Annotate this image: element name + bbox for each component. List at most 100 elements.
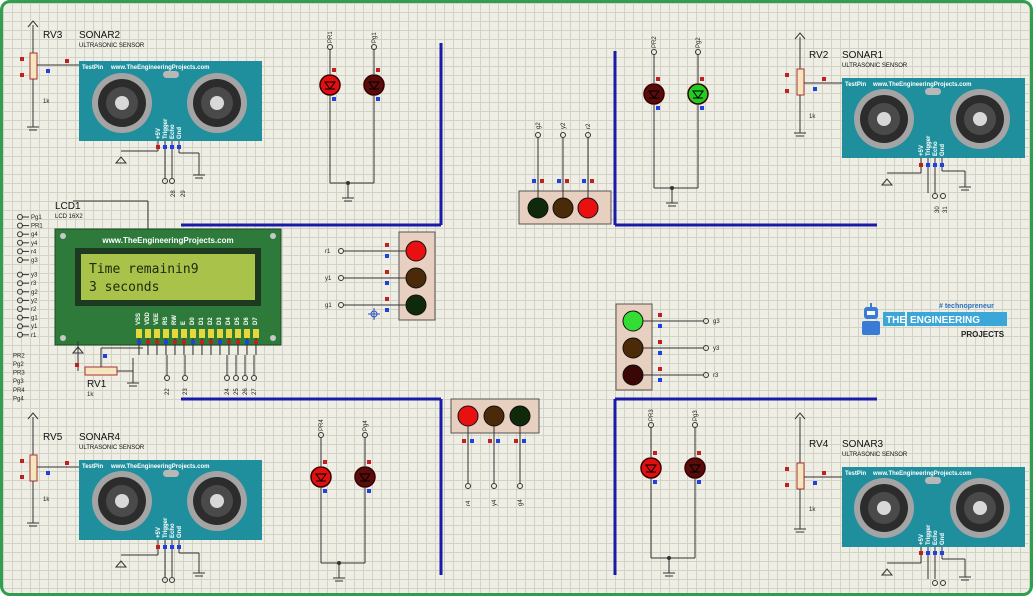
svg-text:+5V: +5V xyxy=(156,128,162,139)
terminal-label-text: r4 xyxy=(31,249,37,255)
logo-line2: ENGINEERING xyxy=(910,315,980,326)
svg-text:30: 30 xyxy=(935,206,941,213)
crosshair-cursor-icon xyxy=(368,308,380,320)
terminal-label: y1 xyxy=(17,323,38,330)
terminal-label: Pg2 xyxy=(13,362,24,368)
lcd-pin-number: 23 xyxy=(183,388,189,395)
pedestrian-light-label: Pg2 xyxy=(696,37,702,48)
rv2-value: 1k xyxy=(809,114,816,120)
sonar3-transducer-right xyxy=(950,478,1010,538)
lcd-pin-label: D5 xyxy=(235,317,241,325)
sonar3-site: www.TheEngineeringProjects.com xyxy=(872,471,971,477)
led xyxy=(363,74,385,96)
pedestrian-light-label: Pg3 xyxy=(693,410,699,421)
lcd-pin-number: 27 xyxy=(252,388,258,395)
traffic-light-label: y1 xyxy=(325,276,332,282)
engineering-projects-logo: # technopreneur THE ENGINEERING PROJECTS xyxy=(862,303,1007,339)
sonar3-pins: +5V Trigger Echo Gnd xyxy=(880,524,971,586)
terminal-label-text: PR3 xyxy=(13,371,25,377)
lcd-pin-header xyxy=(190,329,196,338)
sonar3-module[interactable]: RV4 1k SONAR3 ULTRASONIC SENSOR TestPin … xyxy=(785,412,1025,586)
lcd-pin-label: RS xyxy=(163,317,169,325)
sonar1-module[interactable]: RV2 1k SONAR1 ULTRASONIC SENSOR TestPin … xyxy=(785,32,1025,213)
svg-text:29: 29 xyxy=(181,190,187,197)
pedestrian-light-label: Pg1 xyxy=(372,32,378,43)
lcd-ref: LCD1 xyxy=(55,201,81,212)
terminal-label-text: PR1 xyxy=(31,224,43,230)
svg-text:Gnd: Gnd xyxy=(177,127,183,139)
svg-text:Gnd: Gnd xyxy=(940,533,946,545)
terminal-label-text: Pg1 xyxy=(31,215,42,221)
traffic-light-label: r2 xyxy=(586,123,592,129)
traffic-lamp xyxy=(527,197,549,219)
terminal-label: PR1 xyxy=(17,222,43,230)
svg-text:+5V: +5V xyxy=(156,527,162,538)
sonar4-label: SONAR4 xyxy=(79,432,121,443)
sonar2-testpin: TestPin xyxy=(82,65,104,71)
svg-text:Trigger: Trigger xyxy=(163,118,169,139)
lcd-pin-header xyxy=(226,329,232,338)
lcd-line2: 3 seconds xyxy=(89,280,159,295)
rv3-label: RV3 xyxy=(43,30,63,41)
terminal-label: Pg3 xyxy=(13,379,24,385)
lcd-pin-number: 26 xyxy=(243,388,249,395)
sonar4-site: www.TheEngineeringProjects.com xyxy=(110,464,209,470)
rv3-potentiometer[interactable] xyxy=(20,20,79,131)
sonar4-module[interactable]: RV5 1k SONAR4 ULTRASONIC SENSOR TestPin … xyxy=(20,412,262,583)
pedestrian-light-label: PR1 xyxy=(328,31,334,43)
rv2-label: RV2 xyxy=(809,50,829,61)
rv1-potentiometer[interactable] xyxy=(71,341,143,387)
traffic-light-label: r3 xyxy=(713,373,719,379)
terminal-label: y3 xyxy=(17,271,38,279)
sonar2-label: SONAR2 xyxy=(79,30,121,41)
sonar4-transducer-left xyxy=(92,471,152,531)
lcd-display[interactable]: LCD1 LCD 16X2 www.TheEngineeringProjects… xyxy=(54,200,282,395)
sonar2-pins: +5V Trigger Echo Gnd 28 29 xyxy=(114,118,205,197)
led xyxy=(310,466,332,488)
traffic-lamp xyxy=(509,405,531,427)
led xyxy=(684,457,706,479)
lcd-pin-label: D7 xyxy=(253,317,259,325)
lcd-pin-label: E xyxy=(181,321,187,325)
rv5-value: 1k xyxy=(43,497,50,503)
lcd-pin-label: VDD xyxy=(145,312,151,325)
lcd-pin-number: 22 xyxy=(165,388,171,395)
sonar2-module[interactable]: RV3 1k SONAR2 ULTRASONIC SENSOR TestPin … xyxy=(20,20,262,197)
sonar4-subtitle: ULTRASONIC SENSOR xyxy=(79,445,145,451)
svg-text:28: 28 xyxy=(171,190,177,197)
lcd-pin-label: D3 xyxy=(217,317,223,325)
lcd-pin-number: 25 xyxy=(234,388,240,395)
terminal-label-text: Pg2 xyxy=(13,362,24,368)
rv1-value: 1k xyxy=(87,392,94,398)
rv5-potentiometer[interactable] xyxy=(20,412,79,527)
terminal-label: y2 xyxy=(17,297,38,304)
led xyxy=(354,466,376,488)
lcd-type: LCD 16X2 xyxy=(55,214,83,220)
sonar2-transducer-right xyxy=(187,73,247,133)
sonar2-transducer-left xyxy=(92,73,152,133)
terminal-label: r4 xyxy=(17,248,37,255)
sonar1-site: www.TheEngineeringProjects.com xyxy=(872,82,971,88)
lcd-pin-header xyxy=(154,329,160,338)
rv4-value: 1k xyxy=(809,507,816,513)
lcd-screen xyxy=(81,254,255,300)
lcd-pin-header xyxy=(217,329,223,338)
rv1-label: RV1 xyxy=(87,379,107,390)
traffic-light-label: g1 xyxy=(325,303,332,309)
svg-text:+5V: +5V xyxy=(919,534,925,545)
lcd-pin-label: VEE xyxy=(154,313,160,325)
terminal-label: r2 xyxy=(17,306,37,313)
terminal-label-text: r2 xyxy=(31,307,37,313)
svg-text:Trigger: Trigger xyxy=(163,517,169,538)
pedestrian-light-label: PR2 xyxy=(652,36,658,48)
rv4-potentiometer[interactable] xyxy=(785,412,843,533)
lcd-pin-label: VSS xyxy=(136,313,142,325)
lcd-pin-header xyxy=(208,329,214,338)
rv2-potentiometer[interactable] xyxy=(785,32,843,137)
traffic-light-label: g4 xyxy=(518,499,524,506)
